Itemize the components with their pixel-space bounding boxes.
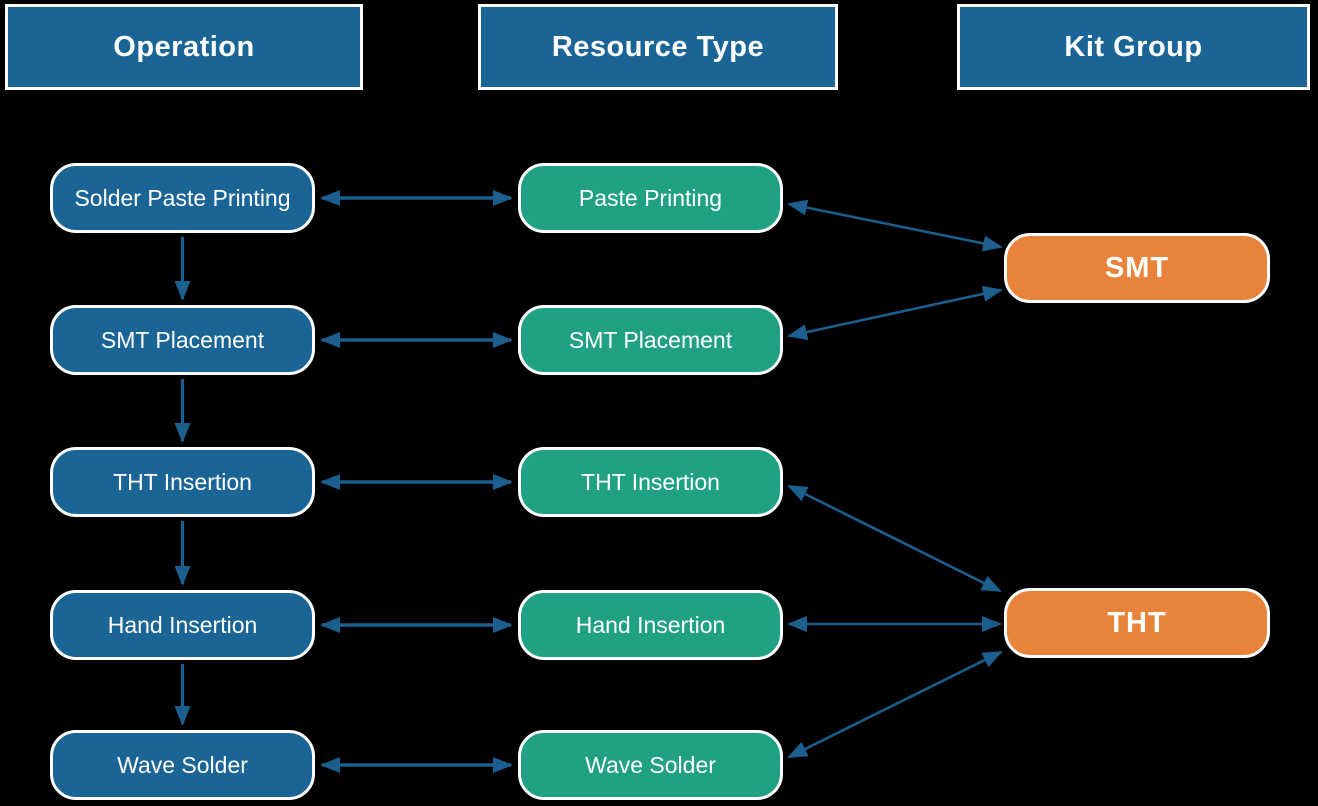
- resource-node-tht-insertion: THT Insertion: [518, 447, 783, 517]
- resource-node-hand-insertion: Hand Insertion: [518, 590, 783, 660]
- arrow-wave-solder-tht: [787, 650, 1003, 759]
- operation-node-tht-insertion: THT Insertion: [50, 447, 315, 517]
- resource-node-smt-placement: SMT Placement: [518, 305, 783, 375]
- operation-node-solder-paste-printing: Solder Paste Printing: [50, 163, 315, 233]
- kit-group-node-smt: SMT: [1004, 233, 1270, 303]
- column-header-resource-type: Resource Type: [478, 4, 838, 90]
- arrow-smt-placement-smt: [787, 285, 1003, 341]
- kit-group-node-tht: THT: [1004, 588, 1270, 658]
- arrow-tht-insertion-tht: [787, 484, 1002, 593]
- resource-node-paste-printing: Paste Printing: [518, 163, 783, 233]
- operation-node-wave-solder: Wave Solder: [50, 730, 315, 800]
- arrow-paste-printing-smt: [787, 199, 1003, 252]
- operation-node-hand-insertion: Hand Insertion: [50, 590, 315, 660]
- column-header-operation: Operation: [5, 4, 363, 90]
- resource-node-wave-solder: Wave Solder: [518, 730, 783, 800]
- column-header-kit-group: Kit Group: [957, 4, 1310, 90]
- operation-node-smt-placement: SMT Placement: [50, 305, 315, 375]
